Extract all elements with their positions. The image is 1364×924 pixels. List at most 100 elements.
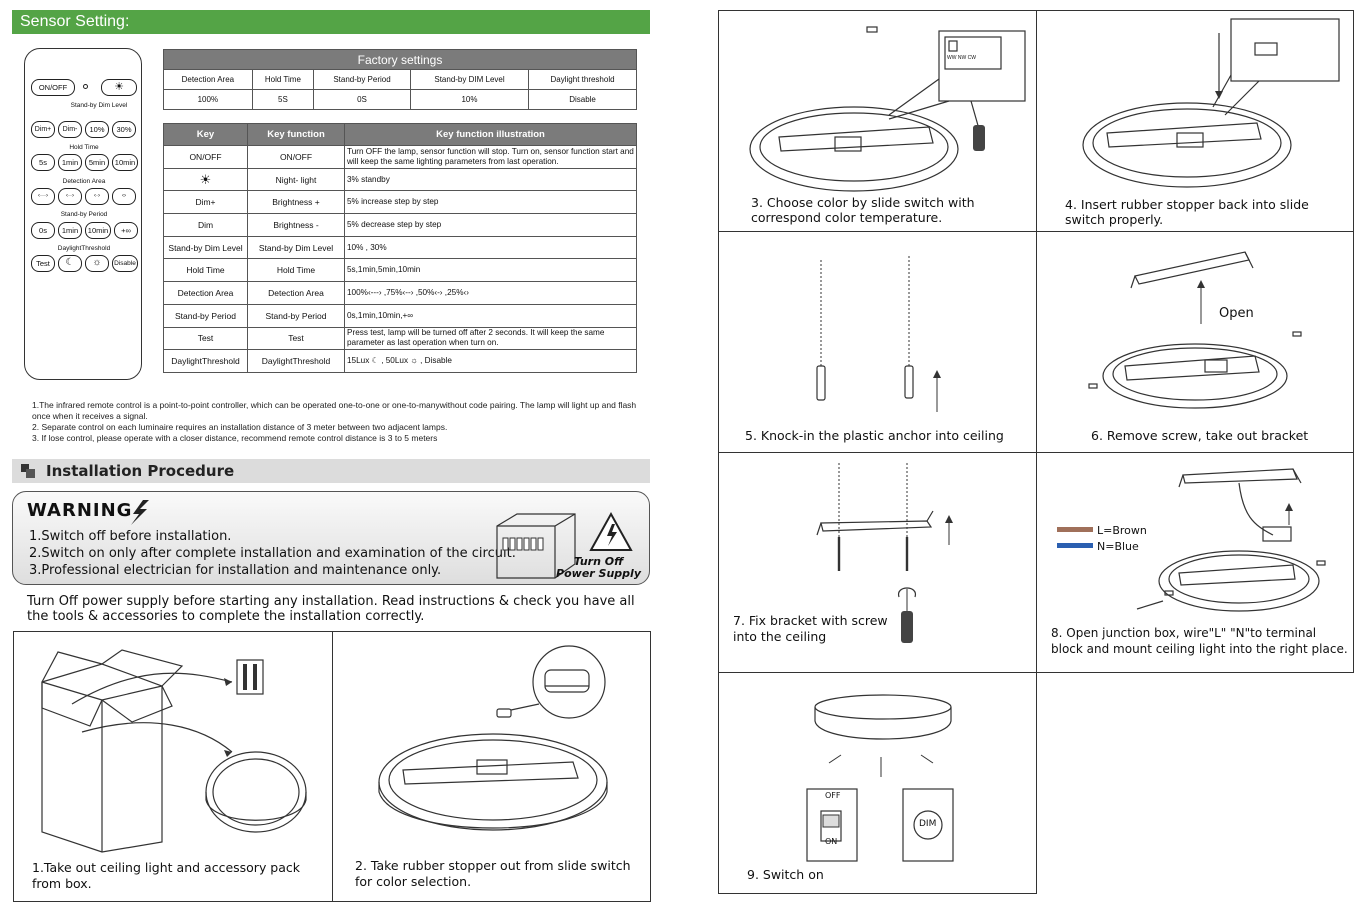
cw-label: CW [967, 55, 976, 61]
detection-100-button[interactable]: ‹···› [31, 188, 55, 205]
note-3: 3. If lose control, please operate with … [32, 433, 438, 443]
off-label: OFF [825, 791, 841, 800]
moon-button[interactable]: ☾ [58, 255, 82, 272]
function-cell: Detection Area [247, 281, 345, 305]
detection-75-button[interactable]: ‹··› [58, 188, 82, 205]
hold-1min-button[interactable]: 1min [58, 154, 82, 171]
dim-plus-button[interactable]: Dim+ [31, 121, 55, 138]
anchor-illustration [816, 256, 941, 412]
step-7-panel: 7. Fix bracket with screw into the ceili… [718, 452, 1037, 673]
function-cell: Brightness - [247, 213, 345, 237]
ww-label: WW [947, 55, 957, 61]
fix-bracket-illustration [816, 463, 953, 643]
function-cell: Stand-by Dim Level [247, 235, 345, 260]
warning-line: 3.Professional electrician for installat… [29, 563, 442, 578]
illustration-cell: 0s,1min,10min,+∞ [344, 303, 637, 328]
sensor-setting-header: Sensor Setting: [12, 10, 650, 34]
note-1: 1.The infrared remote control is a point… [32, 400, 637, 421]
indicator-dot [83, 84, 88, 89]
illustration-cell: 5% decrease step by step [344, 213, 637, 237]
factory-header: Detection Area [163, 69, 253, 90]
warning-box: WARNING 1.Switch off before installation… [12, 491, 650, 585]
nw-label: NW [957, 55, 967, 61]
key-cell: ☀ [163, 167, 248, 192]
key-function-table: Key Key function Key function illustrati… [163, 123, 637, 373]
illustration-cell: 3% standby [344, 167, 637, 192]
remote-control: ON/OFF ☀ Stand-by Dim Level Dim+ Dim- 10… [24, 48, 142, 380]
key-cell: Dim [163, 213, 248, 237]
period-0s-button[interactable]: 0s [31, 222, 55, 239]
step-1-panel: 1.Take out ceiling light and accessory p… [13, 631, 333, 902]
factory-header: Stand-by DIM Level [409, 69, 530, 90]
warning-title: WARNING [27, 500, 133, 521]
wiring-illustration [1057, 468, 1326, 612]
period-infinite-button[interactable]: +∞ [114, 222, 138, 239]
remote-notes: 1.The infrared remote control is a point… [32, 400, 642, 444]
key-function-header: Key function [247, 123, 345, 146]
key-illustration-header: Key function illustration [344, 123, 637, 146]
open-label: Open [1219, 306, 1254, 321]
function-cell: Test [247, 326, 345, 351]
function-cell: Hold Time [247, 258, 345, 283]
dim-10-button[interactable]: 10% [85, 121, 109, 138]
illustration-cell: Press test, lamp will be turned off afte… [344, 326, 637, 351]
key-cell: ON/OFF [163, 145, 248, 169]
detection-area-label: Detection Area [62, 178, 106, 185]
step-3-caption: 3. Choose color by slide switch with cor… [751, 195, 975, 225]
section-icon [21, 464, 35, 478]
key-cell: DaylightThreshold [163, 349, 248, 373]
step-8-caption: 8. Open junction box, wire"L" "N"to term… [1051, 626, 1348, 656]
factory-header: Daylight threshold [528, 69, 637, 90]
factory-value: 5S [251, 89, 315, 110]
warning-lines: 1.Switch off before installation. 2.Swit… [29, 528, 516, 579]
step-2-panel: 2. Take rubber stopper out from slide sw… [332, 631, 651, 902]
hold-time-label: Hold Time [69, 144, 99, 151]
sun-button[interactable]: ☼ [85, 255, 109, 272]
disable-button[interactable]: Disable [112, 255, 138, 272]
hold-5s-button[interactable]: 5s [31, 154, 55, 171]
dim-30-button[interactable]: 30% [112, 121, 136, 138]
function-cell: Stand-by Period [247, 303, 345, 328]
factory-value: Disable [528, 89, 637, 110]
on-label: ON [825, 837, 838, 846]
installation-title: Installation Procedure [46, 462, 235, 480]
illustration-cell: 5% increase step by step [344, 190, 637, 215]
hold-10min-button[interactable]: 10min [112, 154, 138, 171]
illustration-cell: 15Lux ☾ , 50Lux ☼ , Disable [344, 349, 637, 373]
key-cell: Detection Area [163, 281, 248, 305]
period-1min-button[interactable]: 1min [58, 222, 82, 239]
illustration-cell: 5s,1min,5min,10min [344, 258, 637, 283]
step-4-panel: 4. Insert rubber stopper back into slide… [1036, 10, 1354, 232]
warning-line: 1.Switch off before installation. [29, 529, 232, 544]
factory-header: Hold Time [251, 69, 315, 90]
factory-header: Stand-by Period [313, 69, 411, 90]
detection-25-button[interactable]: ‹› [112, 188, 136, 205]
test-button[interactable]: Test [31, 255, 55, 272]
period-10min-button[interactable]: 10min [85, 222, 111, 239]
factory-value: 100% [163, 89, 253, 110]
dim-minus-button[interactable]: Dim- [58, 121, 82, 138]
stopper-illustration [378, 645, 608, 831]
illustration-cell: Turn OFF the lamp, sensor function will … [344, 145, 637, 169]
sun-icon: ☼ [92, 257, 102, 268]
power-supply-line: Power Supply [556, 567, 641, 580]
turn-off-label: Turn Off Power Supply [556, 556, 641, 580]
standby-dim-label: Stand-by Dim Level [70, 102, 128, 109]
warning-line: 2.Switch on only after complete installa… [29, 546, 516, 561]
step-5-panel: 5. Knock-in the plastic anchor into ceil… [718, 231, 1037, 453]
note-2: 2. Separate control on each luminaire re… [32, 422, 448, 432]
night-light-button[interactable]: ☀ [101, 79, 137, 96]
step-8-panel: L=Brown N=Blue 8. Open junction box, wir… [1036, 452, 1354, 673]
breaker-panel-icon [496, 511, 633, 579]
detection-50-button[interactable]: ‹·› [85, 188, 109, 205]
hold-5min-button[interactable]: 5min [85, 154, 109, 171]
color-switch-illustration [749, 26, 1026, 192]
on-off-button[interactable]: ON/OFF [31, 79, 75, 96]
intro-text: Turn Off power supply before starting an… [27, 594, 635, 624]
function-cell: DaylightThreshold [247, 349, 345, 373]
